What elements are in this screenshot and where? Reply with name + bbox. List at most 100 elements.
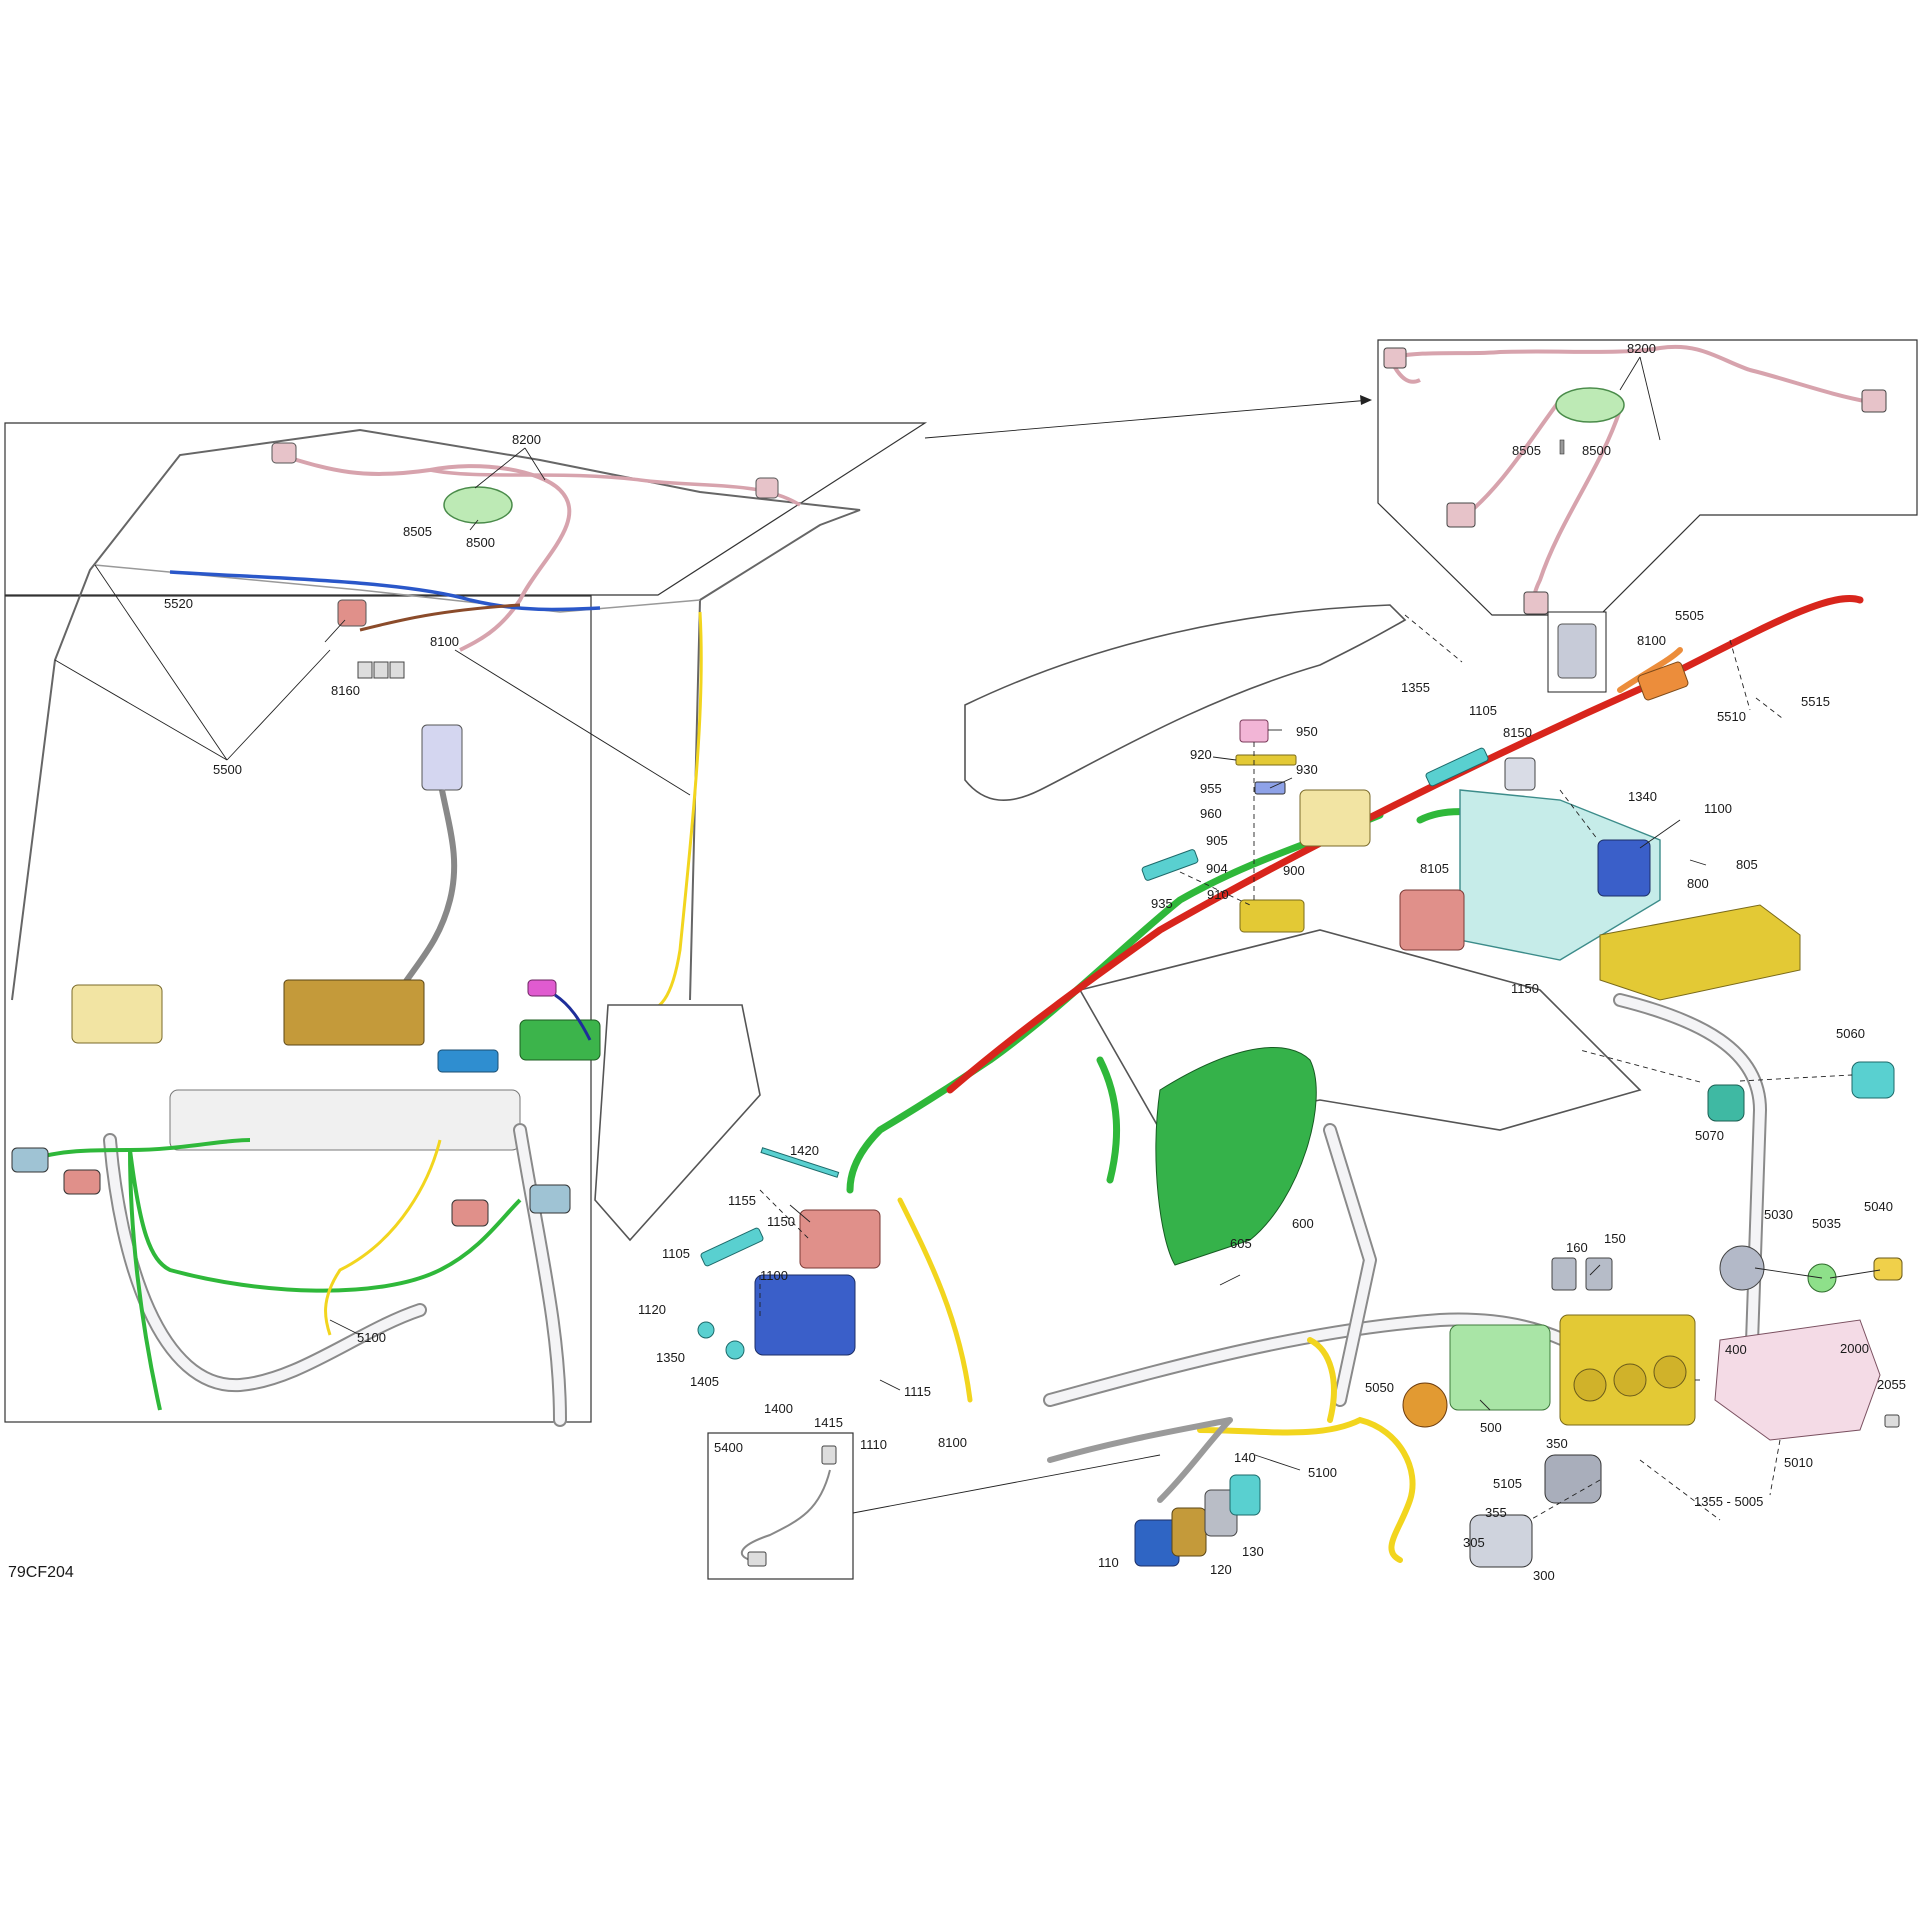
sensor-5030 — [1719, 1245, 1765, 1291]
callout-5010: 5010 — [1784, 1455, 1813, 1470]
callout-1155: 1155 — [728, 1193, 756, 1208]
dome-light-350 — [1544, 1454, 1602, 1504]
callout-8505-detail: 8505 — [1512, 443, 1541, 458]
module-800 — [1599, 904, 1801, 1001]
yellow-harness-inset — [639, 611, 703, 1017]
callout-5510: 5510 — [1717, 709, 1746, 724]
module-1400 — [754, 1274, 856, 1356]
callout-110: 110 — [1098, 1555, 1119, 1570]
module-box-inset — [421, 724, 463, 791]
bracket-910 — [1141, 849, 1199, 881]
inset-arrow-head — [1360, 395, 1372, 405]
callout-1100-upper: 1100 — [1704, 801, 1732, 816]
callout-910: 910 — [1207, 887, 1229, 902]
fuse-box-900 — [1299, 789, 1371, 847]
callout-8200-detail: 8200 — [1627, 341, 1656, 356]
main-harness-red — [946, 595, 1864, 1094]
knob-400-c — [1653, 1355, 1687, 1389]
callout-5515: 5515 — [1801, 694, 1830, 709]
switch-5070 — [1707, 1084, 1745, 1122]
harness-gray — [1047, 1417, 1233, 1503]
callout-930: 930 — [1296, 762, 1318, 777]
leader-lines — [54, 356, 1881, 1521]
relay-block-8160 — [357, 661, 405, 679]
tail-light-right — [451, 1199, 489, 1227]
grommet-1350 — [697, 1321, 715, 1339]
callout-1150-upper: 1150 — [1511, 981, 1539, 996]
knob-400-a — [1573, 1368, 1607, 1402]
connector-8150 — [1504, 757, 1536, 791]
grommet-1405 — [725, 1340, 745, 1360]
main-harness-green — [846, 808, 1564, 1194]
inset-frame-rear-harness — [4, 595, 592, 1423]
green-module-inset — [519, 1019, 601, 1061]
callout-1355-5005: 1355 - 5005 — [1694, 1494, 1763, 1509]
inset-arrow-line — [924, 399, 1371, 439]
connector-5400-a — [821, 1445, 837, 1465]
module-1150-upper — [1399, 889, 1465, 951]
callout-1415: 1415 — [814, 1415, 843, 1430]
dash-upper-frame — [964, 604, 1407, 801]
callout-350: 350 — [1546, 1436, 1568, 1451]
cap-140 — [1229, 1474, 1261, 1516]
bolt-1420 — [760, 1147, 840, 1178]
callout-5030: 5030 — [1764, 1207, 1793, 1222]
callout-5050: 5050 — [1365, 1380, 1394, 1395]
callout-950: 950 — [1296, 724, 1318, 739]
inset-frame-roof-harness-detail — [1377, 339, 1918, 616]
connector-inset-a — [271, 442, 297, 464]
knob-400-b — [1613, 1363, 1647, 1397]
harness-yellow-8100 — [897, 1197, 973, 1403]
blue-part-inset — [437, 1049, 499, 1073]
callout-5105: 5105 — [1493, 1476, 1522, 1491]
callout-920: 920 — [1190, 747, 1212, 762]
callout-1340: 1340 — [1628, 789, 1657, 804]
connector-160 — [1551, 1257, 1577, 1291]
dome-light-8500-inset — [443, 486, 513, 524]
roof-connector-a — [1383, 347, 1407, 369]
roof-connector-b — [1861, 389, 1887, 413]
rear-harness-green — [29, 1138, 522, 1411]
callout-600: 600 — [1292, 1216, 1314, 1231]
roof-harness-8200-inset — [279, 453, 572, 652]
callout-2000: 2000 — [1840, 1341, 1869, 1356]
callout-8100-roof-inset: 8100 — [430, 634, 459, 649]
callout-5035: 5035 — [1812, 1216, 1841, 1231]
roof-connector-d — [1523, 591, 1549, 615]
ecu-inset — [71, 984, 163, 1044]
callout-8200-roof-inset: 8200 — [512, 432, 541, 447]
knob-5050 — [1402, 1382, 1448, 1428]
callout-5500: 5500 — [213, 762, 242, 777]
plug-5040 — [1873, 1257, 1903, 1281]
connector-5060 — [1851, 1061, 1895, 1099]
module-1100-upper — [1597, 839, 1651, 897]
callout-8500-detail: 8500 — [1582, 443, 1611, 458]
connector-inset-b — [755, 477, 779, 499]
callout-5060: 5060 — [1836, 1026, 1865, 1041]
callout-1420: 1420 — [790, 1143, 819, 1158]
bracket-1105-upper — [1425, 747, 1489, 787]
diagram-code: 79CF204 — [8, 1564, 74, 1581]
callout-5040: 5040 — [1864, 1199, 1893, 1214]
callout-905: 905 — [1206, 833, 1228, 848]
callout-1100-lower: 1100 — [760, 1268, 788, 1283]
callout-400: 400 — [1725, 1342, 1747, 1357]
screw-8505 — [1559, 439, 1565, 455]
callout-1115: 1115 — [904, 1384, 931, 1399]
harness-yellow-5100 — [1197, 1337, 1416, 1563]
callout-2055: 2055 — [1877, 1377, 1906, 1392]
clip-2055 — [1884, 1414, 1900, 1428]
callout-5100-main: 5100 — [1308, 1465, 1337, 1480]
yellow-fuse-holder — [1239, 899, 1305, 933]
callout-955: 955 — [1200, 781, 1222, 796]
roof-frame-outline — [11, 428, 861, 1001]
callout-1400: 1400 — [764, 1401, 793, 1416]
callout-8505-roof-inset: 8505 — [403, 524, 432, 539]
callout-5520: 5520 — [164, 596, 193, 611]
instrument-cluster-housing — [594, 1004, 761, 1242]
callout-150: 150 — [1604, 1231, 1626, 1246]
connector-5400-b — [747, 1551, 767, 1567]
callout-935: 935 — [1151, 896, 1173, 911]
